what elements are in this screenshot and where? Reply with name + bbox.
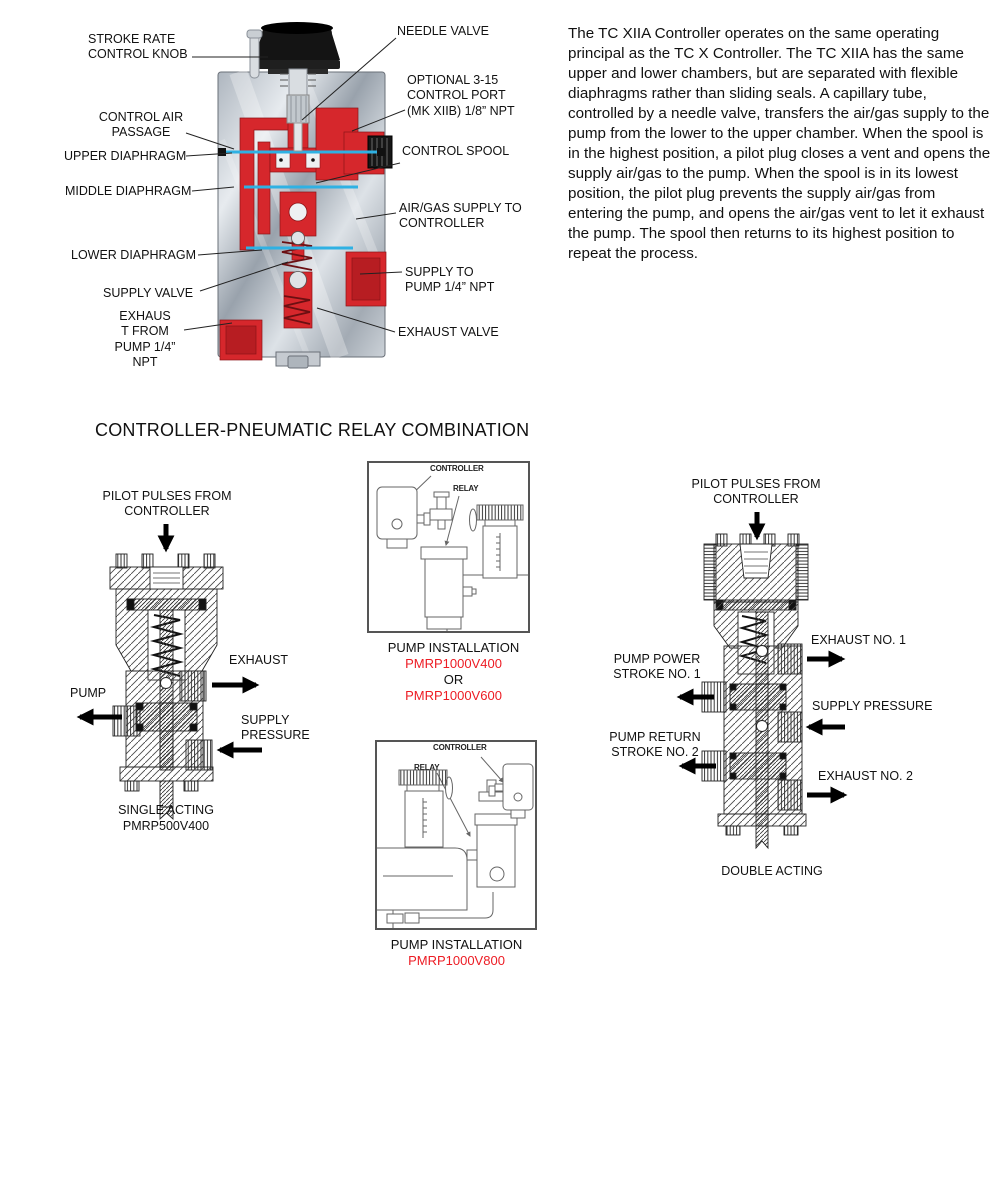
label-air-gas-supply: AIR/GAS SUPPLY TO CONTROLLER — [399, 201, 522, 231]
label-exhaust-no-1: EXHAUST NO. 1 — [811, 633, 906, 647]
section-heading: CONTROLLER-PNEUMATIC RELAY COMBINATION — [95, 420, 530, 440]
label-lower-diaphragm: LOWER DIAPHRAGM — [71, 248, 197, 262]
caption-install1-title: PUMP INSTALLATION — [387, 640, 520, 655]
label-control-spool: CONTROL SPOOL — [402, 144, 510, 158]
label-control-air-passage: CONTROL AIR PASSAGE — [98, 110, 184, 140]
installation-figure-2 — [375, 740, 537, 930]
label-optional-control-port: OPTIONAL 3-15 CONTROL PORT (MK XIIB) 1/8… — [407, 73, 515, 118]
caption-single-acting: SINGLE ACTING PMRP500V400 — [118, 803, 214, 833]
label-pilot-pulses-double: PILOT PULSES FROM CONTROLLER — [691, 477, 821, 507]
single-acting-pump-figure — [109, 553, 224, 821]
caption-install1-or: OR — [443, 672, 464, 687]
controller-cutaway-figure — [217, 22, 393, 369]
installation-figure-1 — [367, 461, 530, 633]
label-supply-to-pump: SUPPLY TO PUMP 1/4” NPT — [405, 265, 495, 295]
caption-install1: PUMP INSTALLATION PMRP1000V400 OR PMRP10… — [375, 640, 532, 704]
installation-2-drawing — [377, 756, 534, 928]
caption-install1-model-b: PMRP1000V600 — [405, 688, 502, 703]
label-controller-install1: CONTROLLER — [430, 464, 484, 473]
installation-1-drawing — [376, 475, 528, 631]
callout-leader-lines — [183, 37, 406, 333]
flow-arrows — [76, 512, 848, 804]
caption-double-acting: DOUBLE ACTING — [721, 864, 823, 878]
label-exhaust-valve: EXHAUST VALVE — [398, 325, 499, 339]
label-relay-install2: RELAY — [414, 763, 440, 772]
label-pilot-pulses-single: PILOT PULSES FROM CONTROLLER — [102, 489, 232, 519]
label-relay-install1: RELAY — [453, 484, 479, 493]
label-supply-pressure-single: SUPPLY PRESSURE — [241, 713, 310, 743]
label-needle-valve: NEEDLE VALVE — [397, 24, 489, 38]
caption-install2-model: PMRP1000V800 — [408, 953, 505, 968]
label-upper-diaphragm: UPPER DIAPHRAGM — [64, 149, 187, 163]
intro-paragraph: The TC XIIA Controller operates on the s… — [568, 25, 991, 262]
label-controller-install2: CONTROLLER — [433, 743, 487, 752]
label-middle-diaphragm: MIDDLE DIAPHRAGM — [65, 184, 192, 198]
label-exhaust-from-pump: EXHAUS T FROM PUMP 1/4” NPT — [114, 309, 176, 369]
label-supply-valve: SUPPLY VALVE — [103, 286, 194, 300]
label-supply-pressure-double: SUPPLY PRESSURE — [812, 699, 933, 713]
label-exhaust-no-2: EXHAUST NO. 2 — [818, 769, 913, 783]
label-exhaust-single: EXHAUST — [229, 653, 289, 667]
double-acting-pump-figure — [701, 533, 809, 850]
label-pump-single: PUMP — [70, 686, 107, 700]
label-pump-power-stroke: PUMP POWER STROKE NO. 1 — [613, 652, 701, 682]
caption-install2: PUMP INSTALLATION PMRP1000V800 — [378, 937, 535, 969]
label-stroke-rate-control-knob: STROKE RATE CONTROL KNOB — [88, 32, 188, 62]
label-pump-return-stroke: PUMP RETURN STROKE NO. 2 — [609, 730, 701, 760]
caption-install2-title: PUMP INSTALLATION — [390, 937, 523, 952]
caption-install1-model-a: PMRP1000V400 — [405, 656, 502, 671]
